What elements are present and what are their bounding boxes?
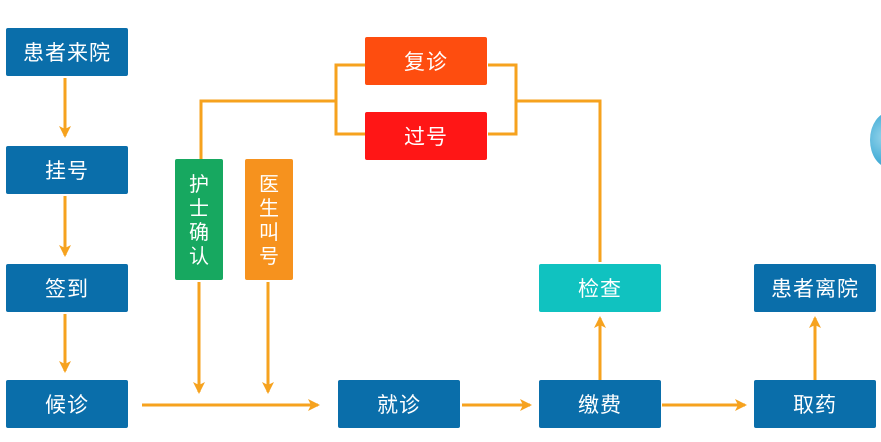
- right-bracket: [488, 63, 518, 136]
- line-bracket-to-nurse: [199, 99, 336, 160]
- node-nurse-confirm-label: 护士确认: [189, 171, 209, 268]
- node-pay: 缴费: [539, 380, 661, 428]
- node-check-in: 签到: [6, 264, 128, 312]
- node-nurse-confirm: 护士确认: [175, 159, 223, 280]
- node-patient-leave: 患者离院: [754, 264, 876, 312]
- node-revisit: 复诊: [365, 37, 487, 85]
- node-examine: 检查: [539, 264, 661, 312]
- node-wait: 候诊: [6, 380, 128, 428]
- line-examine-to-bracket: [516, 99, 602, 262]
- left-bracket: [334, 63, 365, 136]
- node-doctor-call: 医生叫号: [245, 159, 293, 280]
- node-pick-medicine: 取药: [754, 380, 876, 428]
- node-patient-arrive: 患者来院: [6, 28, 128, 76]
- node-doctor-call-label: 医生叫号: [259, 171, 279, 268]
- node-register: 挂号: [6, 146, 128, 194]
- edge-decoration-circle: [870, 112, 881, 168]
- node-consult: 就诊: [338, 380, 460, 428]
- node-missed-number: 过号: [365, 112, 487, 160]
